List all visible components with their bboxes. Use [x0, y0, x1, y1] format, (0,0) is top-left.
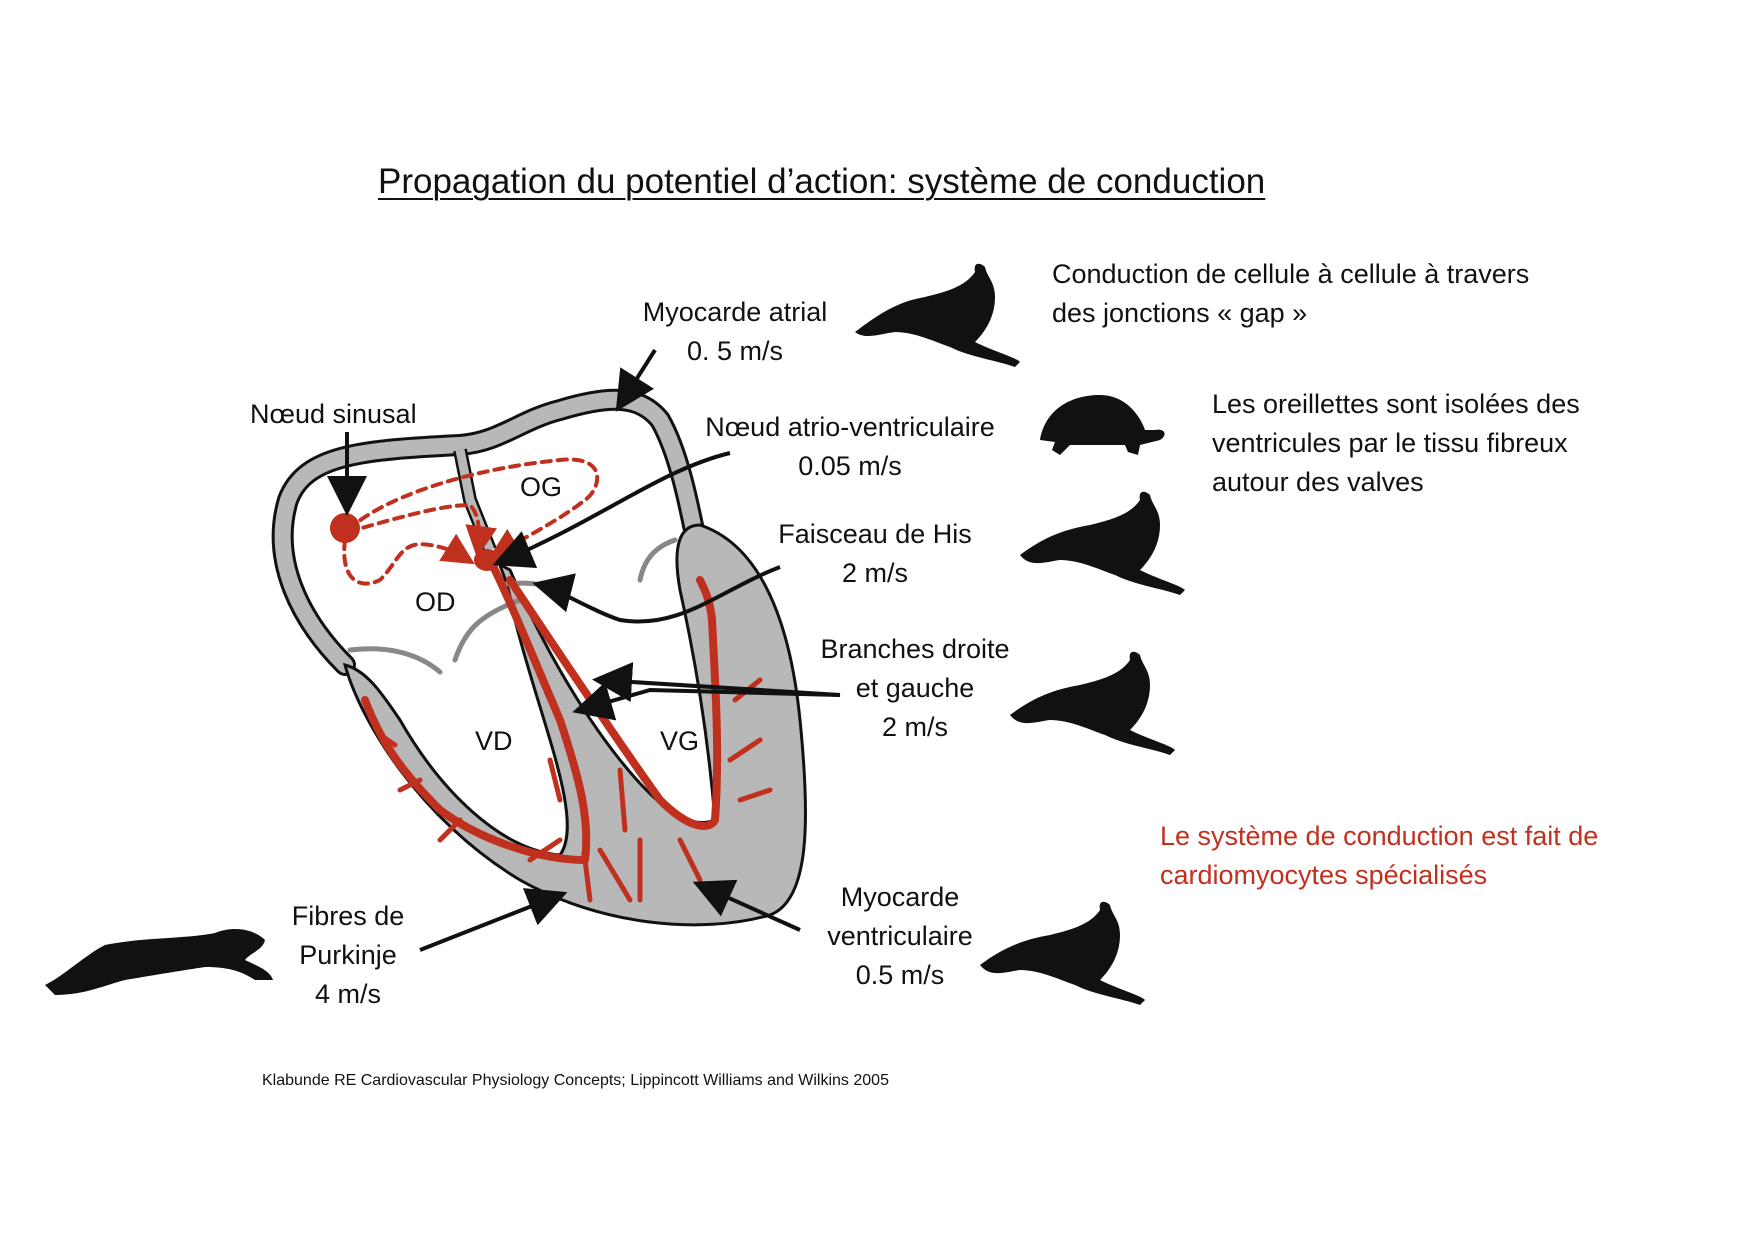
note-specialized-cardiomyocytes: Le système de conduction est fait de car…	[1160, 817, 1598, 895]
conduction-system	[342, 457, 773, 903]
hare-icon	[1010, 651, 1175, 755]
av-node	[474, 549, 500, 571]
chamber-vd: VD	[475, 726, 513, 756]
label-speed: 0.05 m/s	[798, 451, 902, 481]
label-branches: Branches droite et gauche 2 m/s	[800, 630, 1030, 747]
note-line: des jonctions « gap »	[1052, 298, 1308, 328]
label-speed: 0.5 m/s	[855, 960, 945, 990]
note-line: Le système de conduction est fait de	[1160, 821, 1599, 851]
label-name-2: Purkinje	[299, 940, 397, 970]
label-noeud-av: Nœud atrio-ventriculaire 0.05 m/s	[680, 408, 1020, 486]
label-name-1: Branches droite	[820, 634, 1010, 664]
label-speed: 2 m/s	[881, 712, 948, 742]
label-name-2: et gauche	[855, 673, 975, 703]
label-speed: 2 m/s	[841, 558, 908, 588]
note-line: autour des valves	[1212, 467, 1424, 497]
label-faisceau-his: Faisceau de His 2 m/s	[765, 515, 985, 593]
cheetah-icon	[45, 929, 273, 995]
label-noeud-sinusal: Nœud sinusal	[250, 399, 417, 429]
hare-icon	[855, 263, 1020, 367]
note-line: cardiomyocytes spécialisés	[1160, 860, 1488, 890]
label-speed: 4 m/s	[314, 979, 381, 1009]
hare-icon	[980, 901, 1145, 1005]
atria-wall	[271, 388, 711, 676]
note-gap-junctions: Conduction de cellule à cellule à traver…	[1052, 255, 1529, 333]
chamber-od: OD	[415, 587, 456, 617]
label-speed: 0. 5 m/s	[686, 336, 784, 366]
sinus-node	[330, 513, 360, 543]
tortoise-icon	[1040, 395, 1165, 455]
animal-icons	[45, 263, 1185, 1005]
label-myocarde-atrial: Myocarde atrial 0. 5 m/s	[625, 293, 845, 371]
label-name-1: Myocarde	[840, 882, 960, 912]
label-name: Myocarde atrial	[642, 297, 828, 327]
label-myocarde-ventriculaire: Myocarde ventriculaire 0.5 m/s	[800, 878, 1000, 995]
note-atria-isolation: Les oreillettes sont isolées des ventric…	[1212, 385, 1580, 502]
citation: Klabunde RE Cardiovascular Physiology Co…	[262, 1072, 889, 1089]
page-title: Propagation du potentiel d’action: systè…	[378, 162, 1266, 201]
chamber-og: OG	[520, 472, 563, 502]
note-line: Conduction de cellule à cellule à traver…	[1052, 259, 1530, 289]
label-name-1: Fibres de	[291, 901, 405, 931]
label-name: Nœud atrio-ventriculaire	[705, 412, 995, 442]
label-name: Faisceau de His	[778, 519, 972, 549]
pointer-arrows	[327, 348, 841, 952]
note-line: ventricules par le tissu fibreux	[1212, 428, 1568, 458]
label-name-2: ventriculaire	[827, 921, 973, 951]
note-line: Les oreillettes sont isolées des	[1212, 389, 1580, 419]
hare-icon	[1020, 491, 1185, 595]
label-purkinje: Fibres de Purkinje 4 m/s	[268, 897, 428, 1014]
chamber-vg: VG	[660, 726, 700, 756]
